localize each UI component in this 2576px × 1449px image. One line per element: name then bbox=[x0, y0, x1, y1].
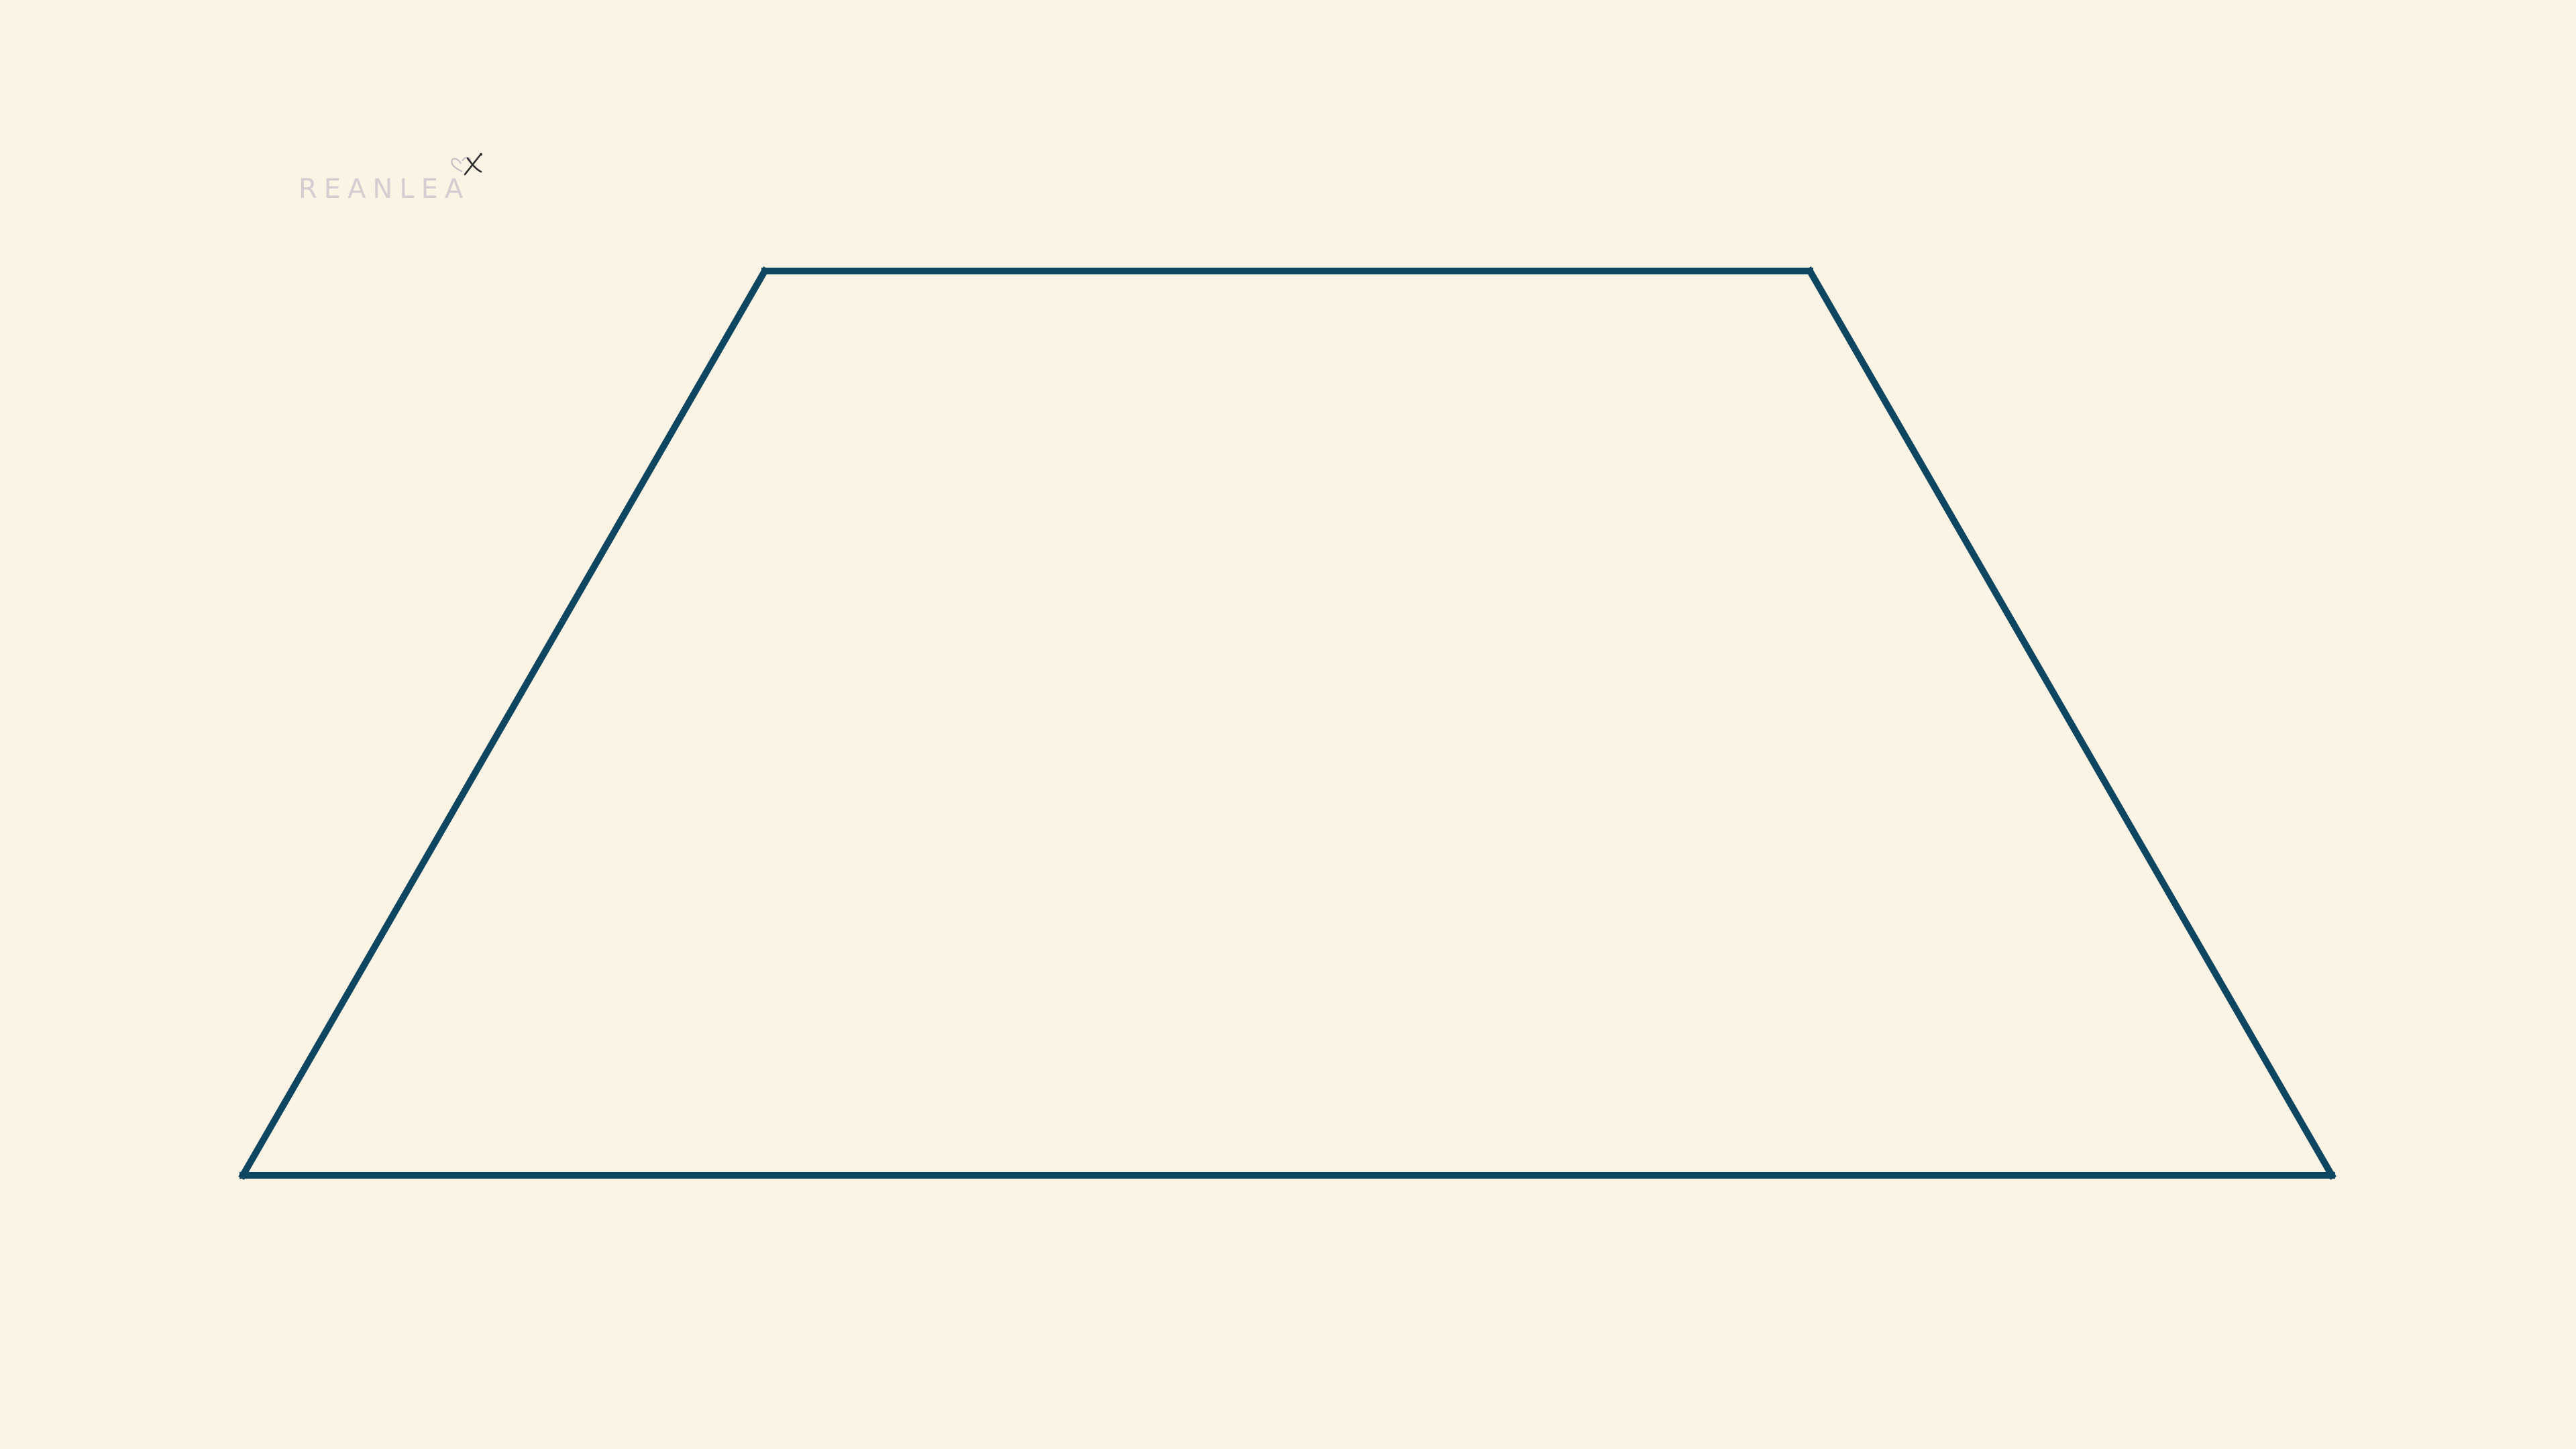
heart-x-mark-icon bbox=[451, 153, 482, 176]
trapezoid-left-edge bbox=[238, 266, 769, 1180]
brand-logo-text: REANLEA bbox=[299, 174, 470, 205]
trapezoid-right-edge bbox=[1805, 266, 2337, 1180]
brand-logo: REANLEA bbox=[299, 149, 482, 205]
